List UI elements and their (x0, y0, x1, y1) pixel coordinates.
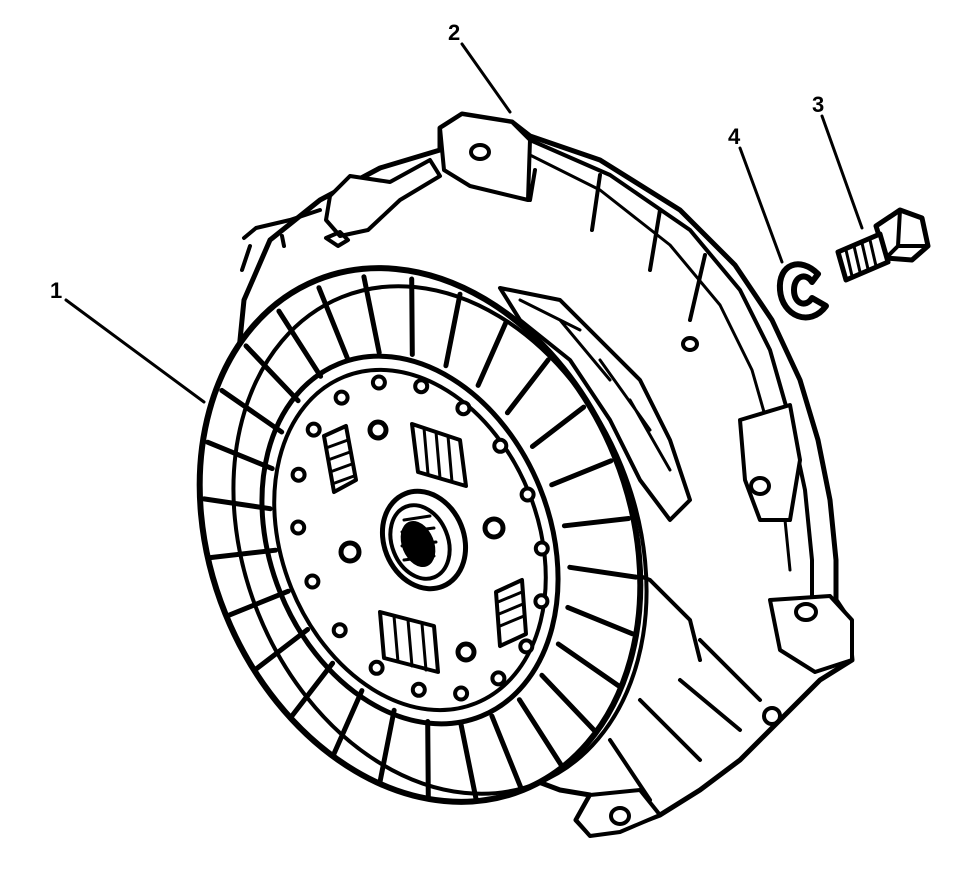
friction-segment-divider (504, 357, 551, 416)
friction-segment-divider (316, 285, 351, 363)
hub-rivet (290, 466, 307, 483)
hub-rivet (331, 622, 348, 639)
friction-segment-divider (331, 688, 365, 757)
leader-line-3 (820, 114, 864, 230)
friction-segment-divider (253, 627, 311, 672)
friction-segment-divider (443, 291, 463, 369)
leader-line-4 (738, 146, 784, 264)
friction-segment-divider (289, 660, 336, 719)
friction-segment-divider (555, 641, 621, 689)
friction-segment-divider (425, 719, 431, 800)
callout-label-2: 2 (448, 20, 460, 45)
hub-rivet (290, 519, 307, 536)
friction-segment-divider (529, 404, 587, 449)
leader-line-2 (460, 42, 512, 114)
friction-segment-divider (539, 672, 597, 733)
friction-segment-divider (219, 387, 285, 435)
lock-washer (776, 261, 829, 321)
friction-segment-divider (549, 458, 614, 488)
callout-label-4: 4 (728, 124, 741, 149)
hub-rivet (305, 421, 322, 438)
friction-segment-divider (489, 713, 524, 791)
hub-rivet (410, 681, 427, 698)
friction-segment-divider (567, 564, 639, 580)
hub-rivet (533, 540, 550, 557)
leader-line-1 (64, 298, 206, 404)
hub-rivet (455, 400, 472, 417)
friction-segment-divider (377, 707, 397, 785)
hub-rivet (519, 486, 536, 503)
friction-segment-divider (243, 343, 301, 404)
friction-segment-divider (516, 697, 564, 768)
hub-rivet (370, 374, 387, 391)
friction-segment-divider (276, 308, 324, 379)
hub-rivet (490, 670, 507, 687)
friction-segments (201, 274, 639, 802)
friction-segment-divider (475, 319, 509, 388)
hub-rivet (368, 659, 385, 676)
callout-label-3: 3 (812, 92, 824, 117)
hub-rivet (533, 593, 550, 610)
friction-segment-divider (208, 547, 279, 560)
friction-segment-divider (201, 496, 273, 512)
damper-springs (322, 422, 528, 674)
callout-label-1: 1 (50, 278, 62, 303)
bolt (835, 207, 931, 283)
hub-rivet (492, 437, 509, 454)
hub-rivet (413, 378, 430, 395)
hub-rivet (333, 389, 350, 406)
hub-rivets (290, 374, 550, 702)
hub-holes (338, 419, 506, 663)
callout-labels: 1 2 3 4 (50, 20, 824, 303)
friction-segment-divider (409, 276, 415, 357)
clutch-disc (196, 265, 649, 805)
friction-segment-divider (361, 274, 382, 356)
friction-segment-divider (458, 720, 479, 802)
friction-segment-divider (226, 588, 291, 618)
hub-rivet (453, 685, 470, 702)
friction-segment-divider (565, 604, 635, 637)
hub-rivet (304, 573, 321, 590)
leader-lines (64, 42, 864, 404)
splined-hub (379, 488, 469, 592)
hub-rivet (518, 638, 535, 655)
friction-segment-divider (561, 516, 632, 529)
friction-segment-divider (205, 439, 275, 472)
